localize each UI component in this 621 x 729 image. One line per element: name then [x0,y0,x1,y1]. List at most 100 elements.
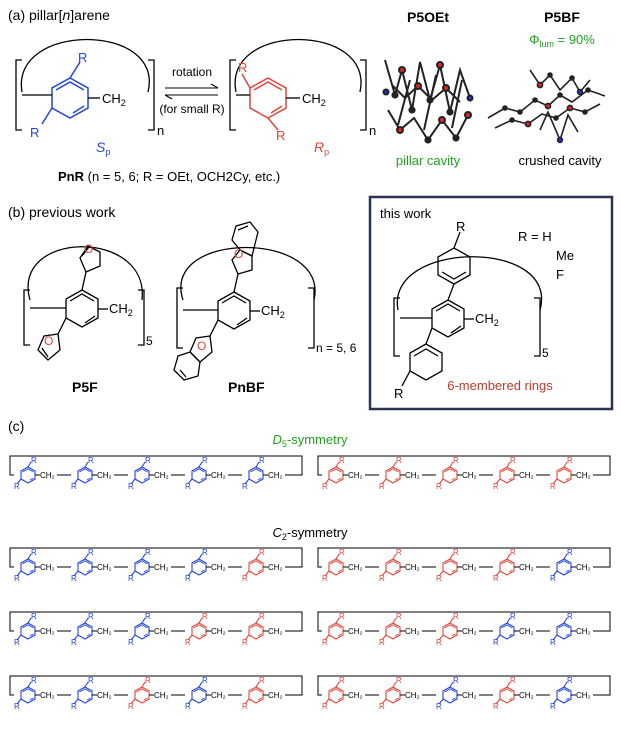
ch2-label: CH₂ [576,563,591,572]
ch2-label: CH₂ [405,563,420,572]
ch2-label: CH₂ [519,691,534,700]
chain-unit [241,611,269,648]
svg-text:Me: Me [556,248,574,263]
svg-text:R: R [78,50,87,65]
svg-text:CH2: CH2 [102,91,126,108]
chain-unit [492,675,520,712]
ch2-label: CH₂ [211,627,226,636]
chain-unit [321,611,349,648]
chain-unit [321,547,349,584]
ch2-label: CH₂ [40,471,55,480]
ch2-label: CH₂ [348,563,363,572]
p5bf-crystal-structure [487,69,606,144]
chain-unit [435,455,463,492]
chain-unit [127,455,155,492]
p5oet-crystal-structure [382,59,474,144]
ch2-label: CH₂ [405,627,420,636]
chain-unit [549,675,577,712]
ch2-label: CH₂ [268,563,283,572]
svg-text:n = 5, 6: n = 5, 6 [316,341,357,355]
chain-rows: CH₂ CH₂ CH₂ CH₂ CH₂ CH₂ CH₂ CH₂ CH₂ CH₂ CH₂ CH₂ CH₂ C… [9,455,611,712]
chain-unit [184,611,212,648]
panel-c-label: (c) [8,418,24,434]
pillar-cavity-label: pillar cavity [396,153,461,168]
ch2-label: CH₂ [211,691,226,700]
c2-symmetry-label: C2-symmetry [272,525,348,542]
svg-text:O: O [44,334,53,348]
chain-frame [9,455,303,476]
chain-unit [127,611,155,648]
p5f-label: P5F [72,379,98,395]
rp-monomer: R R CH2 n Rp [229,38,376,157]
ch2-label: CH₂ [211,471,226,480]
ch2-label: CH₂ [268,471,283,480]
panel-b-label: (b) previous work [8,204,116,220]
svg-text:O: O [197,339,206,353]
svg-text:Rp: Rp [314,139,329,157]
svg-text:(for small R): (for small R) [159,102,224,116]
pnbf-structure [173,221,316,381]
ch2-label: CH₂ [405,691,420,700]
chain-unit [127,675,155,712]
chain-unit [13,455,41,492]
chain-unit [13,611,41,648]
chain-unit [127,547,155,584]
chain-unit [241,675,269,712]
svg-text:R: R [238,60,247,75]
svg-text:O: O [84,242,93,256]
phi-lum: Φlum = 90% [529,32,595,49]
chain-unit [184,675,212,712]
six-membered-rings-label: 6-membered rings [447,378,553,393]
pnbf-label: PnBF [228,379,265,395]
ch2-label: CH₂ [519,627,534,636]
chain-unit [184,547,212,584]
chain-unit [378,611,406,648]
svg-text:CH2: CH2 [302,91,326,108]
pnr-caption: PnR (n = 5, 6; R = OEt, OCH2Cy, etc.) [58,169,280,184]
svg-text:Sp: Sp [96,139,110,157]
chain-unit [70,675,98,712]
svg-text:this work: this work [380,206,432,221]
ch2-label: CH₂ [154,563,169,572]
p5bf-title: P5BF [544,9,580,25]
ch2-label: CH₂ [97,563,112,572]
chain-frame [317,455,611,476]
ch2-label: CH₂ [40,691,55,700]
ch2-label: CH₂ [154,471,169,480]
d5-symmetry-label: D5-symmetry [272,432,348,449]
chain-unit [378,675,406,712]
crushed-cavity-label: crushed cavity [518,153,602,168]
ch2-label: CH₂ [348,471,363,480]
ch2-label: CH₂ [97,691,112,700]
chain-unit [549,547,577,584]
svg-text:n: n [369,123,376,138]
chain-unit [435,675,463,712]
chain-unit [184,455,212,492]
this-work-box: this work R = H Me F R R CH2 5 6-membere… [368,195,614,411]
chain-unit [435,611,463,648]
ch2-label: CH₂ [576,471,591,480]
chain-unit [378,547,406,584]
svg-text:R: R [456,219,465,234]
svg-text:CH2: CH2 [261,303,285,320]
chain-frame [317,675,611,696]
chain-frame [9,675,303,696]
svg-text:5: 5 [542,346,549,360]
chain-unit [321,675,349,712]
chain-unit [492,455,520,492]
p5oet-title: P5OEt [407,9,449,25]
chain-unit [241,547,269,584]
chain-unit [70,611,98,648]
ch2-label: CH₂ [519,563,534,572]
ch2-label: CH₂ [462,691,477,700]
ch2-label: CH₂ [154,691,169,700]
ch2-label: CH₂ [462,471,477,480]
svg-text:R: R [30,125,39,140]
chain-unit [378,455,406,492]
ch2-label: CH₂ [462,563,477,572]
ch2-label: CH₂ [268,627,283,636]
ch2-label: CH₂ [462,627,477,636]
equilibrium-arrows: rotation (for small R) [159,65,224,116]
chain-unit [492,611,520,648]
sp-monomer: R R CH2 n Sp [15,38,164,157]
